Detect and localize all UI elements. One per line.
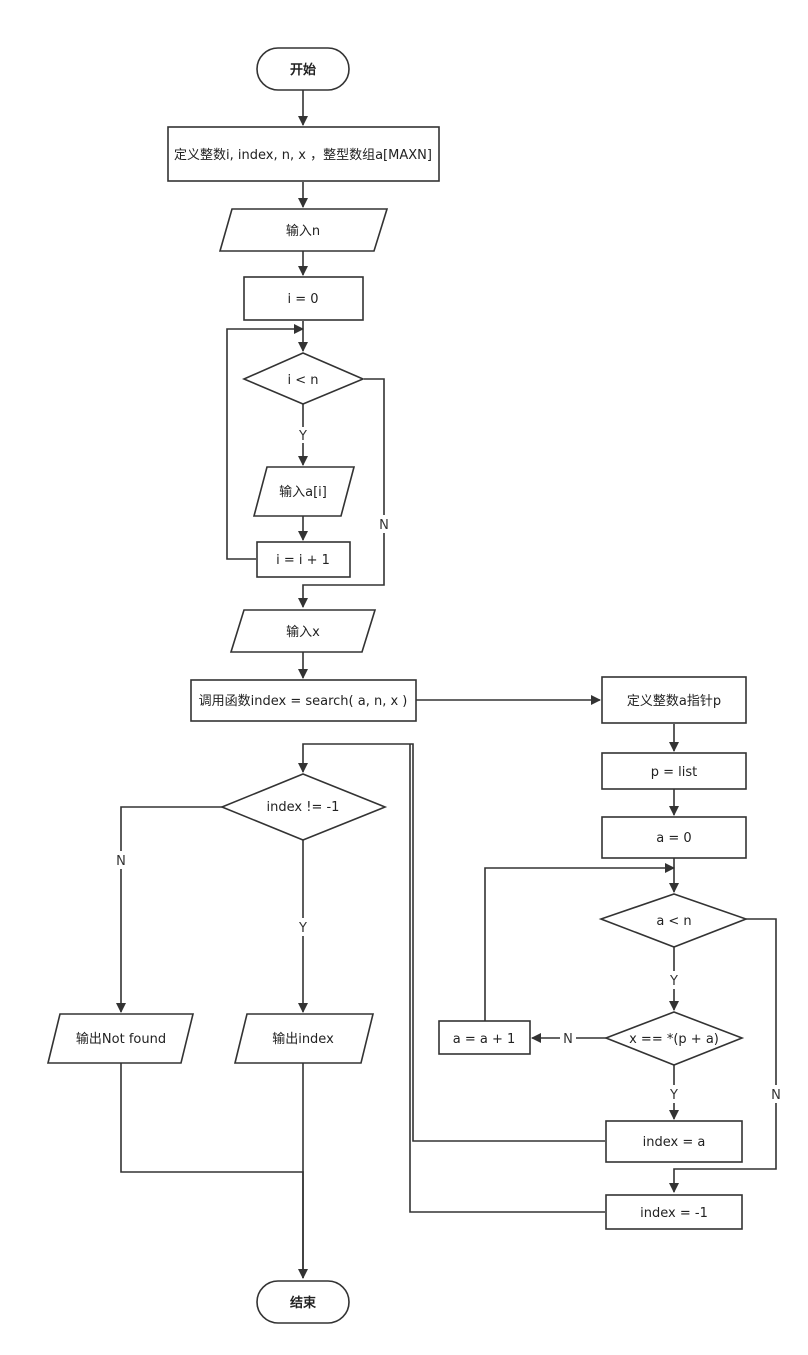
node-init-i: i = 0 [243,276,364,321]
node-call-search: 调用函数index = search( a, n, x ) [190,679,417,722]
node-input-x: 输入x [229,609,377,653]
node-cond-a-lt-n-label: a < n [656,914,691,929]
node-define-vars: 定义整数i, index, n, x ，整型数组a[MAXN] [167,126,440,182]
label-index-yes: Y [298,921,307,936]
edge-cond-no [298,378,385,608]
edge-index-no [116,806,223,1013]
edge-not-found-end [120,1063,308,1279]
node-input-n-label: 输入n [286,223,320,239]
node-define-ptr: 定义整数a指针p [601,676,747,724]
node-cond-i-lt-n: i < n [241,352,366,405]
label-loop-no: N [379,518,389,533]
node-inc-a: a = a + 1 [438,1020,531,1055]
connectors [116,90,777,1279]
node-start-label: 开始 [290,62,316,78]
node-cond-index: index != -1 [219,773,388,841]
label-loop-yes: Y [298,429,307,444]
node-start: 开始 [256,47,350,91]
node-cond-x-eq: x == *(p + a) [603,1011,745,1066]
node-input-ai: 输入a[i] [252,466,356,517]
label-a-loop-yes: Y [669,974,678,989]
node-inc-i-label: i = i + 1 [276,553,330,568]
node-a-zero: a = 0 [601,816,747,859]
node-input-ai-label: 输入a[i] [279,484,327,500]
node-out-index: 输出index [233,1013,375,1064]
node-cond-i-lt-n-label: i < n [287,373,318,388]
node-cond-index-label: index != -1 [267,800,340,815]
node-out-not-found: 输出Not found [46,1013,195,1064]
node-cond-a-lt-n: a < n [598,893,749,948]
label-eq-no: N [563,1032,573,1047]
node-end-label: 结束 [290,1295,317,1311]
node-define-ptr-label: 定义整数a指针p [627,694,721,709]
edge-loop-back [226,324,304,560]
node-init-i-label: i = 0 [287,292,318,307]
node-index-a: index = a [605,1120,743,1163]
label-index-no: N [116,854,126,869]
node-index-neg-label: index = -1 [640,1206,708,1221]
node-call-search-label: 调用函数index = search( a, n, x ) [199,694,408,709]
edge-a-cond-no [669,918,777,1193]
edge-return-index-a [298,743,605,1142]
node-out-not-found-label: 输出Not found [76,1031,166,1047]
edge-inc-a-back [484,863,675,1021]
node-index-neg: index = -1 [605,1194,743,1230]
node-p-list: p = list [601,752,747,790]
node-input-x-label: 输入x [286,624,320,640]
node-p-list-label: p = list [651,765,698,780]
node-inc-a-label: a = a + 1 [453,1032,516,1047]
node-input-n: 输入n [218,208,389,252]
node-inc-i: i = i + 1 [256,541,351,578]
node-cond-x-eq-label: x == *(p + a) [629,1032,719,1047]
edge-labels: Y N N Y Y N Y N [114,427,783,1103]
node-out-index-label: 输出index [272,1031,334,1047]
node-end: 结束 [256,1280,350,1324]
label-eq-yes: Y [669,1088,678,1103]
edge-return-index-neg [409,744,605,1213]
label-a-loop-no: N [771,1088,781,1103]
node-index-a-label: index = a [643,1135,706,1150]
node-define-vars-label: 定义整数i, index, n, x ，整型数组a[MAXN] [174,148,432,163]
node-a-zero-label: a = 0 [656,831,691,846]
